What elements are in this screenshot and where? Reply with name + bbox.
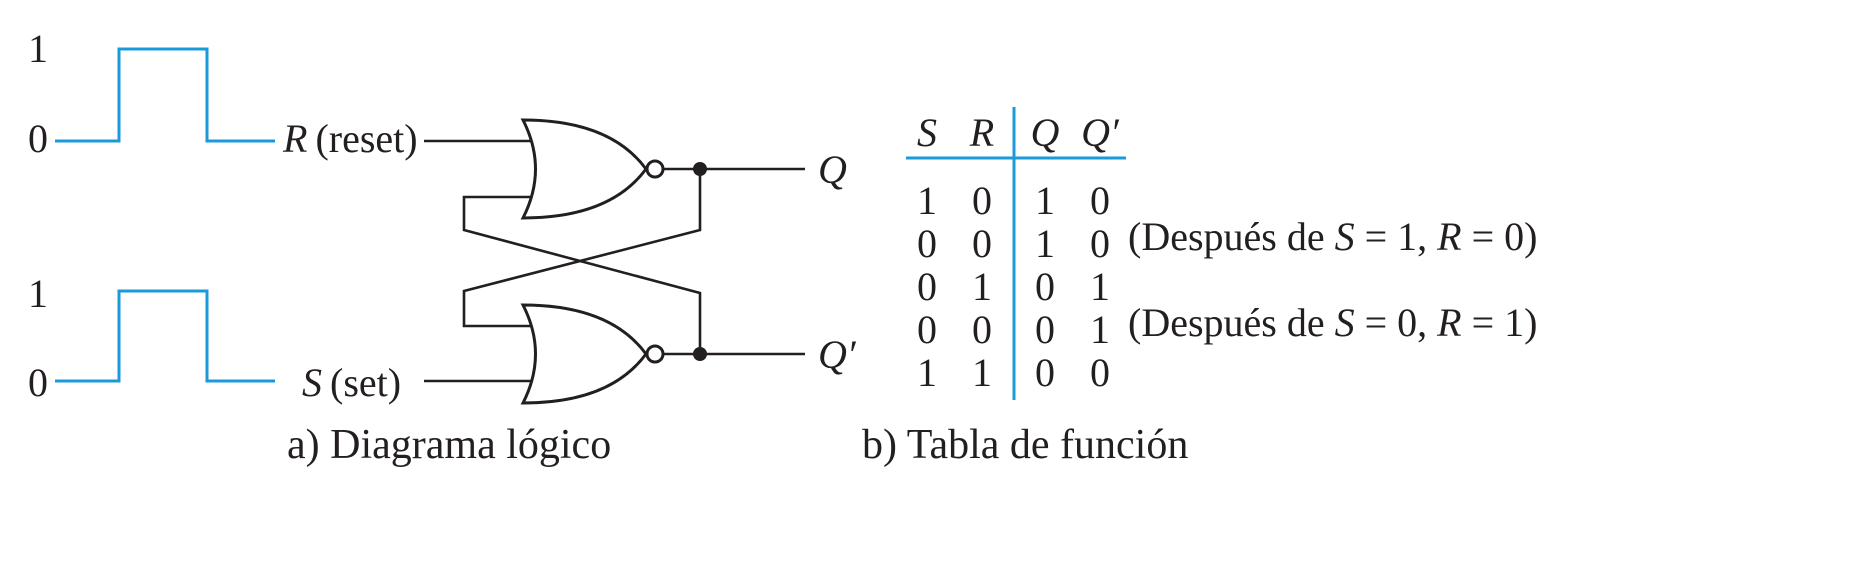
q-prime-junction-dot — [693, 347, 707, 361]
table-cell: 0 — [972, 307, 992, 352]
table-header-cell: R — [969, 110, 994, 155]
table-header-cell: S — [917, 110, 937, 155]
r-waveform: 1 0 — [28, 26, 275, 161]
s-pulse — [55, 289, 275, 383]
table-header-cell: Q′ — [1081, 110, 1120, 155]
table-header-cell: Q — [1031, 110, 1060, 155]
table-cell: 0 — [972, 221, 992, 266]
table-cell: 1 — [1090, 307, 1110, 352]
caption-logic-diagram: a) Diagrama lógico — [287, 422, 611, 468]
caption-function-table: b) Tabla de función — [862, 422, 1188, 468]
table-cell: 0 — [1090, 221, 1110, 266]
s-level-high: 1 — [28, 271, 48, 316]
q-junction-dot — [693, 162, 707, 176]
nor-top-bubble — [645, 159, 665, 179]
table-cell: 0 — [917, 221, 937, 266]
table-cell: 0 — [1035, 350, 1055, 395]
table-cell: 0 — [917, 307, 937, 352]
table-cell: 0 — [972, 178, 992, 223]
table-cell: 0 — [1035, 264, 1055, 309]
table-cell: 1 — [1035, 221, 1055, 266]
r-pulse — [55, 47, 275, 143]
table-cell: 1 — [972, 264, 992, 309]
s-level-low: 0 — [28, 360, 48, 405]
table-notes: (Después de S = 1, R = 0) (Después de S =… — [1128, 214, 1538, 345]
table-note: (Después de S = 1, R = 0) — [1128, 214, 1538, 259]
circuit-wires — [424, 139, 805, 383]
r-level-high: 1 — [28, 26, 48, 71]
feedback-wire-bottom — [462, 169, 702, 328]
table-cell: 1 — [1035, 178, 1055, 223]
table-cell: 0 — [1090, 350, 1110, 395]
table-cell: 1 — [1090, 264, 1110, 309]
table-cell: 1 — [972, 350, 992, 395]
nor-gate-top — [520, 118, 665, 220]
table-note: (Después de S = 0, R = 1) — [1128, 300, 1538, 345]
table-cell: 0 — [1090, 178, 1110, 223]
nor-bottom-bubble — [645, 344, 665, 364]
table-cell: 1 — [917, 178, 937, 223]
q-prime-output-label: Q′ — [818, 332, 857, 377]
q-output-label: Q — [818, 147, 847, 192]
feedback-wire-top — [462, 195, 702, 354]
s-waveform: 1 0 — [28, 271, 275, 405]
r-level-low: 0 — [28, 116, 48, 161]
nor-gate-bottom — [520, 303, 665, 405]
table-cell: 0 — [917, 264, 937, 309]
table-cell: 1 — [917, 350, 937, 395]
s-input-label: S(set) — [302, 360, 401, 405]
table-cell: 0 — [1035, 307, 1055, 352]
r-input-label: R(reset) — [282, 116, 418, 161]
